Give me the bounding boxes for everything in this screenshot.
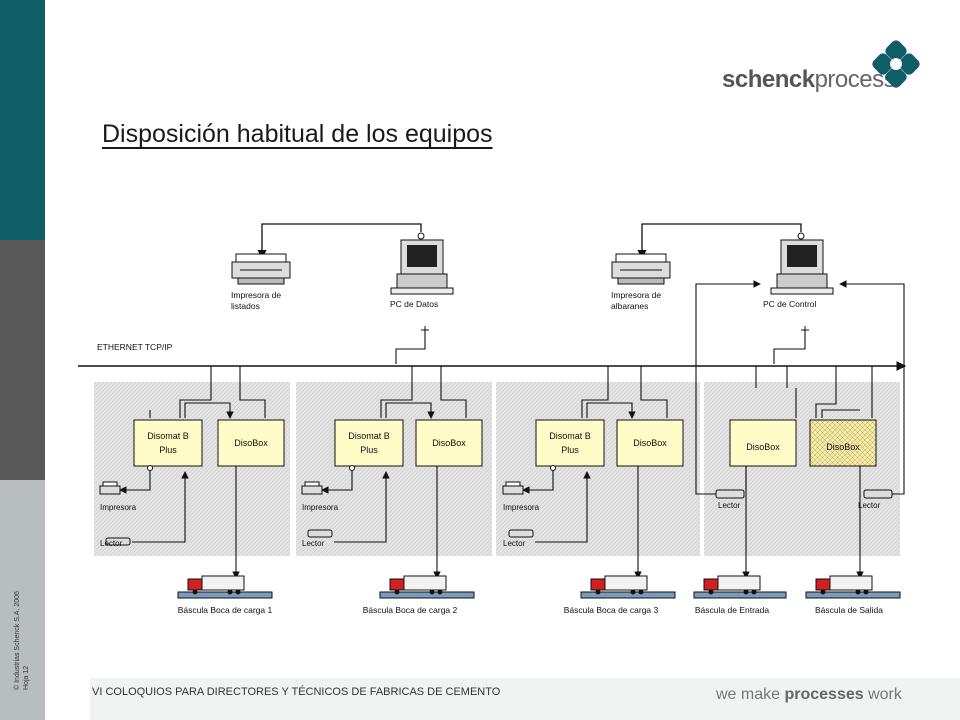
page-title: Disposición habitual de los equipos: [102, 120, 493, 148]
copyright-text: © Industrias Schenck S.A. 2006: [14, 591, 21, 690]
disobox-box-entrada: [729, 419, 797, 467]
panel-2: [296, 382, 492, 556]
printer-listados-label-1: Impresora de: [231, 290, 281, 300]
disobox-entrada-label: DisoBox: [746, 442, 780, 452]
disobox-salida-label: DisoBox: [826, 442, 860, 452]
disobox-box-salida: [809, 419, 877, 467]
group-2-links: [321, 366, 467, 579]
printer-listados: [231, 253, 291, 285]
lector-1-label: Lector: [100, 539, 123, 548]
disomat-box-2: [334, 419, 404, 467]
brand-logo-text: schenckprocess: [722, 66, 896, 94]
disobox-box-2: [415, 419, 483, 467]
scale-entrada-label: Báscula de Entrada: [695, 605, 769, 615]
pc-datos: [390, 232, 454, 295]
brand-logo-icon: [872, 40, 920, 88]
small-printer-3: [502, 481, 524, 495]
sidebar-bottom-band: [0, 480, 45, 720]
link-printer-pc-datos: [257, 223, 422, 260]
small-printer-2: [301, 481, 323, 495]
footer-text: VI COLOQUIOS PARA DIRECTORES Y TÉCNICOS …: [92, 686, 501, 698]
impresora-1-label: Impresora: [100, 503, 137, 512]
lector-2-label: Lector: [302, 539, 325, 548]
disomat-2-label-2: Plus: [360, 445, 378, 455]
disomat-3-label-1: Disomat B: [549, 431, 591, 441]
lector-entrada-label: Lector: [718, 501, 741, 510]
impresora-2-label: Impresora: [302, 503, 339, 512]
disobox-box-1: [217, 419, 285, 467]
tagline-bold: processes: [784, 686, 864, 703]
page-number: Hoja 12: [23, 665, 30, 690]
tagline-post: work: [863, 686, 902, 703]
disomat-1-label-1: Disomat B: [147, 431, 189, 441]
ethernet-label: ETHERNET TCP/IP: [97, 342, 173, 352]
disobox-1-label: DisoBox: [234, 438, 268, 448]
pc-control-ethernet-link: [773, 330, 806, 364]
pc-datos-label: PC de Datos: [390, 299, 438, 309]
small-reader-1: [105, 537, 131, 546]
small-reader-2: [307, 529, 333, 538]
printer-listados-label-2: listados: [231, 301, 260, 311]
network-diagram: Impresora de listados PC de Datos Impres…: [78, 223, 907, 615]
panel-1: [94, 382, 290, 556]
group-3-links: [522, 366, 668, 579]
scale-1: [177, 575, 273, 599]
pc-datos-ethernet-link: [395, 330, 426, 364]
impresora-3-label: Impresora: [503, 503, 540, 512]
lector-3-label: Lector: [503, 539, 526, 548]
footer-band: [90, 678, 960, 720]
lector-salida-label: Lector: [858, 501, 881, 510]
scale-2: [379, 575, 475, 599]
printer-albaranes: [611, 253, 671, 285]
disomat-3-label-2: Plus: [561, 445, 579, 455]
brand-name-bold: schenck: [722, 66, 815, 93]
group-1-links: [119, 366, 266, 579]
sidebar: © Industrias Schenck S.A. 2006 Hoja 12: [0, 0, 45, 720]
disomat-2-label-1: Disomat B: [348, 431, 390, 441]
small-reader-3: [508, 529, 534, 538]
disobox-2-label: DisoBox: [432, 438, 466, 448]
scale-salida-label: Báscula de Salida: [815, 605, 883, 615]
pc-control: [770, 232, 834, 295]
small-reader-entrada: [715, 489, 745, 499]
scale-1-label: Báscula Boca de carga 1: [178, 605, 273, 615]
group-4-links: [695, 280, 905, 579]
printer-albaranes-label-2: albaranes: [611, 301, 648, 311]
brand-tagline: we make processes work: [716, 686, 902, 704]
sidebar-middle-band: [0, 240, 45, 480]
small-reader-salida: [863, 489, 893, 499]
scale-entrada: [693, 575, 787, 599]
scale-2-label: Báscula Boca de carga 2: [363, 605, 458, 615]
printer-albaranes-label-1: Impresora de: [611, 290, 661, 300]
pc-control-label: PC de Control: [763, 299, 816, 309]
link-printer-pc-control: [637, 223, 802, 260]
panel-4: [704, 382, 900, 556]
sidebar-copyright: © Industrias Schenck S.A. 2006 Hoja 12: [13, 591, 31, 690]
disobox-3-label: DisoBox: [633, 438, 667, 448]
panel-3: [496, 382, 700, 556]
small-printer-1: [99, 481, 121, 495]
disomat-1-label-2: Plus: [159, 445, 177, 455]
scale-3-label: Báscula Boca de carga 3: [564, 605, 659, 615]
scale-salida: [805, 575, 901, 599]
tagline-pre: we make: [716, 686, 785, 703]
disomat-box-1: [133, 419, 203, 467]
disobox-box-3: [616, 419, 684, 467]
sidebar-top-band: [0, 0, 45, 240]
disomat-box-3: [535, 419, 605, 467]
scale-3: [580, 575, 676, 599]
